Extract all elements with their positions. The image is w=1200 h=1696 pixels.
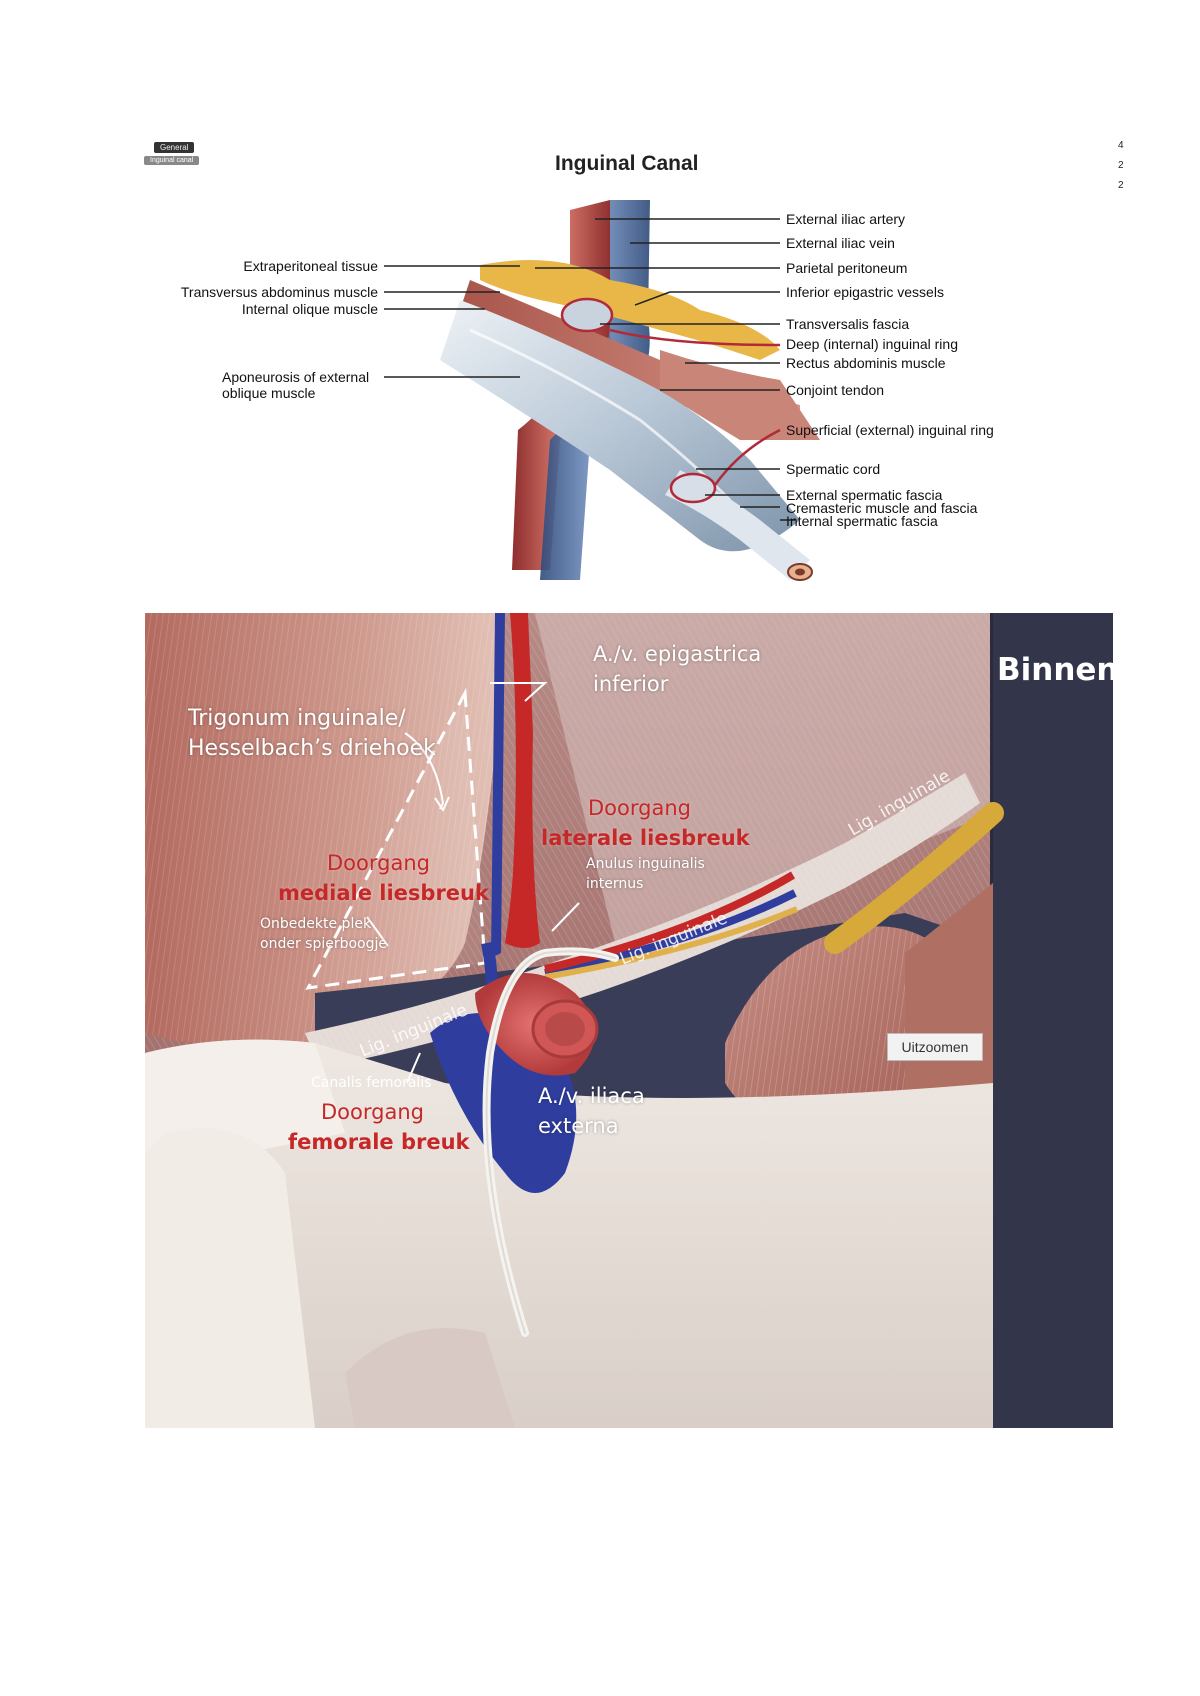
label-parietal-peritoneum: Parietal peritoneum	[786, 260, 908, 276]
label-trigonum-line2: Hesselbach’s driehoek	[188, 736, 436, 761]
figure-title: Inguinal Canal	[555, 152, 699, 175]
label-transversus-abdominus: Transversus abdominus muscle	[180, 284, 378, 300]
label-conjoint-tendon: Conjoint tendon	[786, 382, 885, 398]
view-title: Binnen aanzicht	[997, 652, 1113, 688]
binnen-aanzicht-illustration	[145, 613, 1113, 1428]
binnen-aanzicht-figure: Binnen aanzicht A./v. epigastrica inferi…	[145, 613, 1113, 1428]
inguinal-canal-chip: Inguinal canal	[144, 156, 200, 165]
label-extraperitoneal-tissue: Extraperitoneal tissue	[243, 258, 378, 274]
edge-char: 2	[1118, 180, 1124, 191]
label-canalis-femoralis: Canalis femoralis	[311, 1075, 432, 1091]
label-onbedekte-line1: Onbedekte plek	[260, 916, 372, 932]
label-femorale-breuk: femorale breuk	[288, 1130, 470, 1154]
inguinal-canal-illustration	[384, 200, 820, 581]
label-inferior-epigastric-vessels: Inferior epigastric vessels	[786, 284, 944, 300]
edge-char: 2	[1118, 160, 1124, 171]
label-doorgang-femoraal: Doorgang	[321, 1100, 424, 1124]
label-transversalis-fascia: Transversalis fascia	[786, 316, 910, 332]
label-external-iliac-vein: External iliac vein	[786, 235, 895, 251]
label-anulus-line1: Anulus inguinalis	[586, 856, 705, 872]
label-doorgang-lateraal: Doorgang	[588, 796, 691, 820]
label-iliaca-line1: A./v. iliaca	[538, 1084, 645, 1108]
label-doorgang-mediaal: Doorgang	[327, 851, 430, 875]
label-rectus-abdominis: Rectus abdominis muscle	[786, 355, 946, 371]
label-spermatic-cord: Spermatic cord	[786, 461, 881, 477]
general-chip: General	[154, 142, 195, 153]
label-iliaca-line2: externa	[538, 1114, 619, 1138]
label-onbedekte-line2: onder spierboogje	[260, 936, 387, 952]
label-trigonum-line1: Trigonum inguinale/	[188, 706, 406, 731]
label-anulus-line2: internus	[586, 876, 644, 892]
label-epigastrica-line1: A./v. epigastrica	[593, 642, 762, 666]
label-epigastrica-line2: inferior	[593, 672, 669, 696]
uitzoomen-button[interactable]: Uitzoomen	[887, 1033, 983, 1061]
label-cremasteric-muscle: Cremasteric muscle and fascia	[786, 500, 978, 516]
edge-char: 4	[1118, 140, 1124, 151]
label-internal-oblique: Internal olique muscle	[241, 301, 378, 317]
label-internal-spermatic-fascia: Internal spermatic fascia	[786, 513, 938, 529]
label-superficial-inguinal-ring: Superficial (external) inguinal ring	[786, 422, 994, 438]
label-external-spermatic-fascia: External spermatic fascia	[786, 487, 943, 503]
label-mediale-liesbreuk: mediale liesbreuk	[278, 881, 489, 905]
label-external-iliac-artery: External iliac artery	[786, 211, 906, 227]
inguinal-canal-figure: General Inguinal canal Inguinal Canal 4 …	[140, 140, 1130, 600]
label-deep-inguinal-ring: Deep (internal) inguinal ring	[786, 336, 958, 352]
label-laterale-liesbreuk: laterale liesbreuk	[541, 826, 750, 850]
label-aponeurosis-line2: oblique muscle	[222, 385, 316, 401]
label-aponeurosis: Aponeurosis of external	[222, 369, 370, 385]
